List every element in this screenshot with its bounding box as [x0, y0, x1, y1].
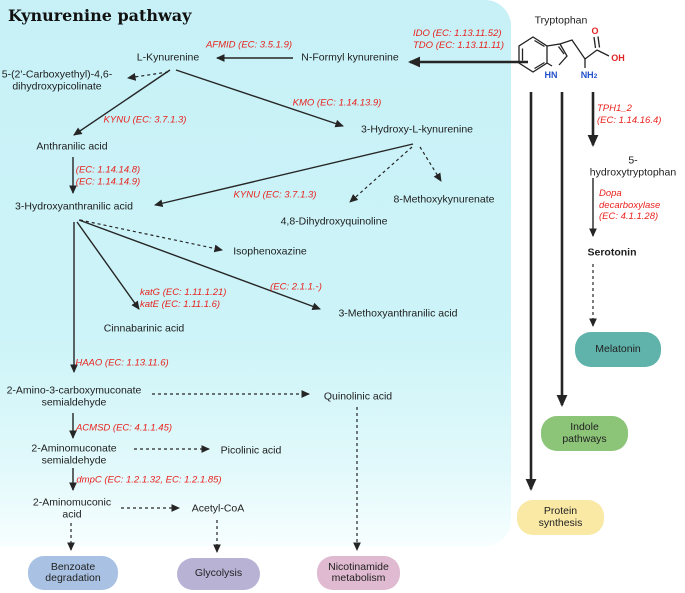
enzyme-dmpc: dmpC (EC: 1.2.1.32, EC: 1.2.1.85) [76, 474, 222, 486]
node-l-kynurenine: L-Kynurenine [136, 51, 200, 64]
enzyme-kynu-2: KYNU (EC: 3.7.1.3) [233, 189, 317, 201]
dashed-lkyn-to-carboxyethyl [127, 71, 169, 81]
node-carboxyethyl-dihydroxypicolinate: 5-(2'-Carboxyethyl)-4,6- dihydroxypicoli… [1, 68, 113, 92]
enzyme-tph1-2: TPH1_2 (EC: 1.14.16.4) [597, 103, 662, 126]
node-3-methoxyanthranilic-acid: 3-Methoxyanthranilic acid [338, 307, 458, 320]
enzyme-kynu-1: KYNU (EC: 3.7.1.3) [103, 114, 187, 126]
node-acetyl-coa: Acetyl-CoA [191, 502, 245, 515]
node-picolinic-acid: Picolinic acid [220, 444, 282, 457]
dashed-to-isophenoxazine [79, 219, 223, 253]
node-3-hydroxyanthranilic-acid: 3-Hydroxyanthranilic acid [15, 200, 133, 213]
pill-melatonin: Melatonin [575, 332, 661, 367]
arrow-to-3methoxyanthranilic [78, 219, 321, 311]
node-3-hydroxy-l-kynurenine: 3-Hydroxy-L-kynurenine [360, 123, 474, 136]
node-2-amino-3-carboxymuconate-semialdehyde: 2-Amino-3-carboxymuconate semialdehyde [6, 384, 142, 408]
oh-atom-label: OH [611, 53, 625, 63]
enzyme-ec-2-1-1: (EC: 2.1.1.-) [270, 281, 322, 293]
page-title: Kynurenine pathway [8, 6, 192, 25]
enzyme-afmid: AFMID (EC: 3.5.1.9) [205, 39, 293, 51]
pill-protein-synthesis: Protein synthesis [517, 500, 604, 535]
arrow-lkyn-to-3oh-lkyn [175, 69, 344, 128]
enzyme-katg-kate: katG (EC: 1.11.1.21) katE (EC: 1.11.1.6) [140, 287, 227, 310]
node-8-methoxykynurenate: 8-Methoxykynurenate [393, 193, 495, 206]
pill-nicotinamide-metabolism: Nicotinamide metabolism [317, 556, 400, 590]
node-n-formyl-kynurenine: N-Formyl kynurenine [301, 51, 399, 64]
enzyme-acmsd: ACMSD (EC: 4.1.1.45) [75, 422, 173, 434]
node-2-aminomuconate-semialdehyde: 2-Aminomuconate semialdehyde [31, 442, 117, 466]
node-isophenoxazine: Isophenoxazine [233, 245, 307, 258]
node-serotonin: Serotonin [587, 246, 637, 259]
node-4-8-dihydroxyquinoline: 4,8-Dihydroxyquinoline [280, 215, 388, 228]
node-quinolinic-acid: Quinolinic acid [323, 390, 393, 403]
pill-indole-pathways: Indole pathways [541, 416, 628, 451]
node-tryptophan: Tryptophan [534, 14, 588, 27]
pathway-background-panel [0, 0, 511, 546]
enzyme-dopa-decarboxylase: Dopa decarboxylase (EC: 4.1.1.28) [599, 188, 661, 222]
node-5-hydroxytryptophan: 5-hydroxytryptophan [589, 154, 677, 178]
node-2-aminomuconic-acid: 2-Aminomuconic acid [32, 496, 112, 520]
arrow-to-cinnabarinic [76, 221, 140, 310]
nh2-atom-label: NH2 [580, 70, 598, 80]
node-cinnabarinic-acid: Cinnabarinic acid [103, 322, 185, 335]
pill-benzoate-degradation: Benzoate degradation [28, 556, 118, 590]
dashed-to-dihydroxyquinoline [349, 146, 413, 203]
hn-atom-label: HN [544, 70, 558, 80]
arrow-lkyn-to-anthranilic [73, 69, 171, 136]
dashed-to-methoxykynurenate [419, 146, 442, 182]
pill-glycolysis: Glycolysis [177, 558, 260, 590]
enzyme-kmo: KMO (EC: 1.14.13.9) [292, 97, 382, 109]
enzyme-ido-tdo: IDO (EC: 1.13.11.52) TDO (EC: 1.13.11.11… [413, 28, 504, 51]
enzyme-ec-1-14-14: (EC: 1.14.14.8) (EC: 1.14.14.9) [75, 164, 141, 188]
tryptophan-structure [518, 36, 610, 73]
o-atom-label: O [591, 26, 599, 36]
enzyme-haao: HAAO (EC: 1.13.11.6) [75, 357, 169, 369]
arrow-3ohlkyn-to-3ohanthranilic [154, 143, 414, 208]
node-anthranilic-acid: Anthranilic acid [36, 140, 108, 153]
